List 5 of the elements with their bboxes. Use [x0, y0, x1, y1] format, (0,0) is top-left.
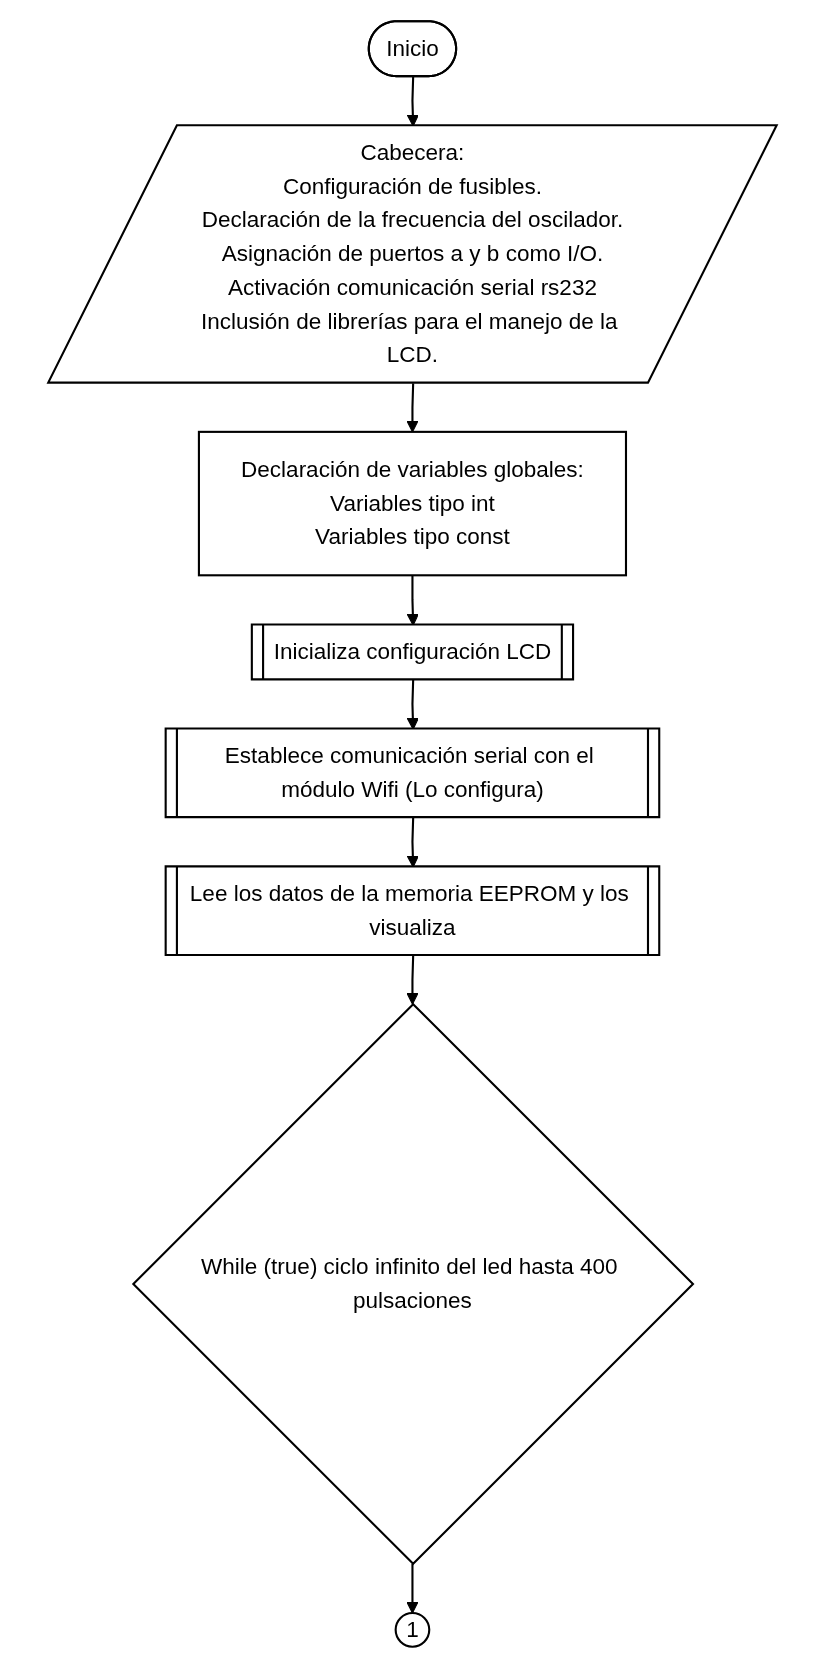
arrow	[406, 1563, 419, 1614]
node-diamond: While (true) ciclo infinito del led hasta 400 pulsaciones	[131, 1002, 695, 1566]
node-box: Declaración de variables globales: Variables tipo int Variables tipo const	[197, 430, 628, 577]
arrow	[406, 955, 419, 1005]
node-circle: 1	[394, 1612, 431, 1648]
